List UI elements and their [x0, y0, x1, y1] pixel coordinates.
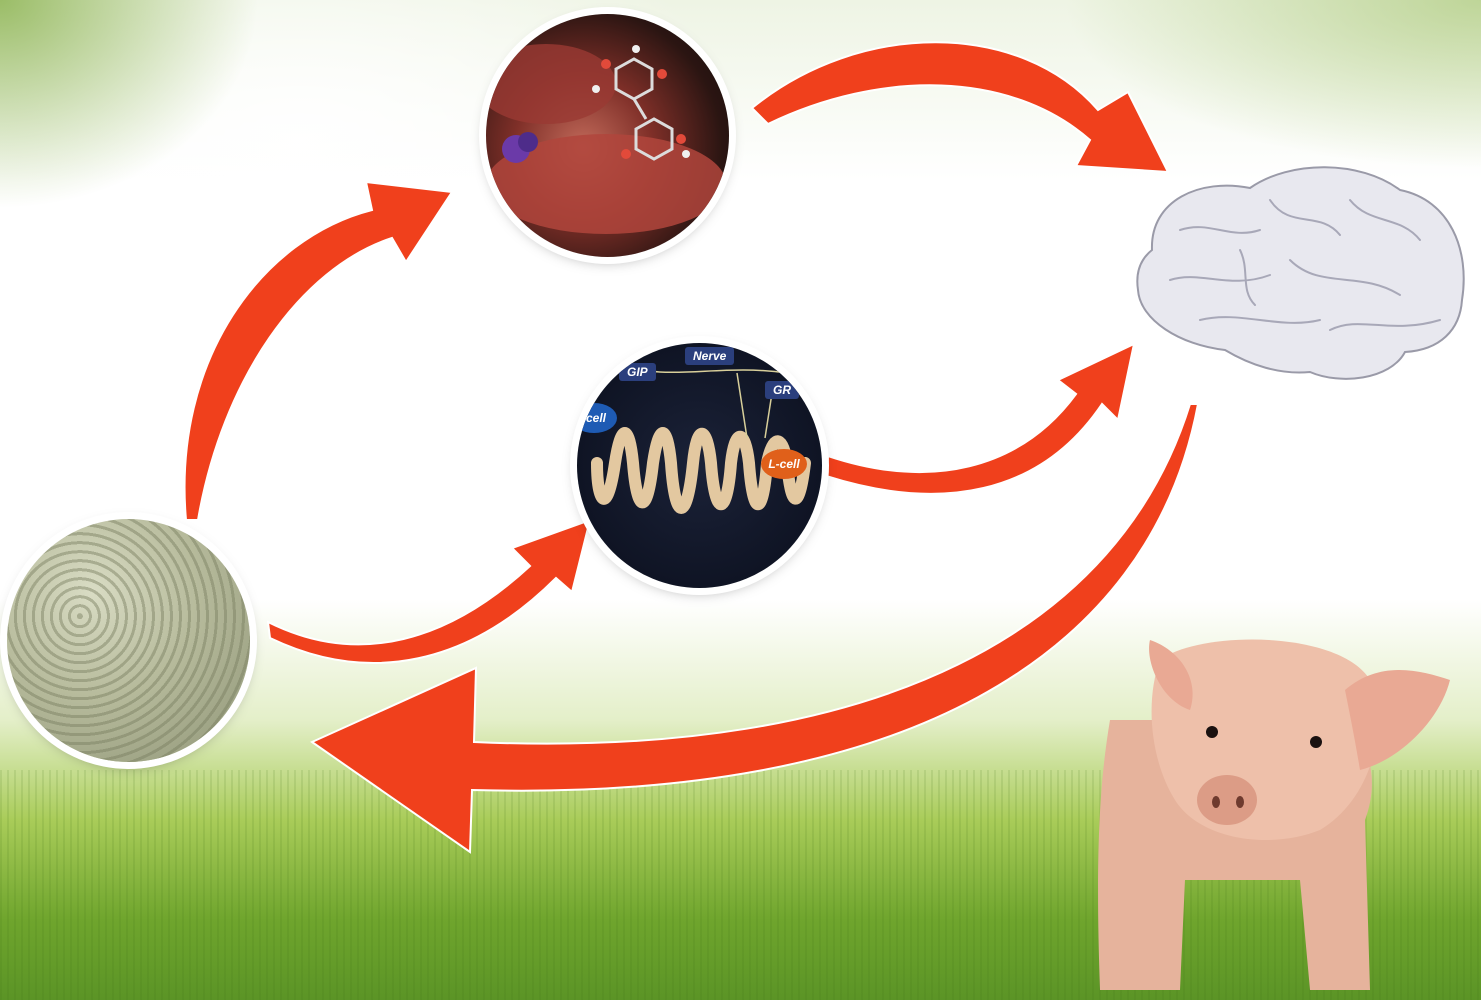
piglet-image: [1098, 640, 1450, 990]
